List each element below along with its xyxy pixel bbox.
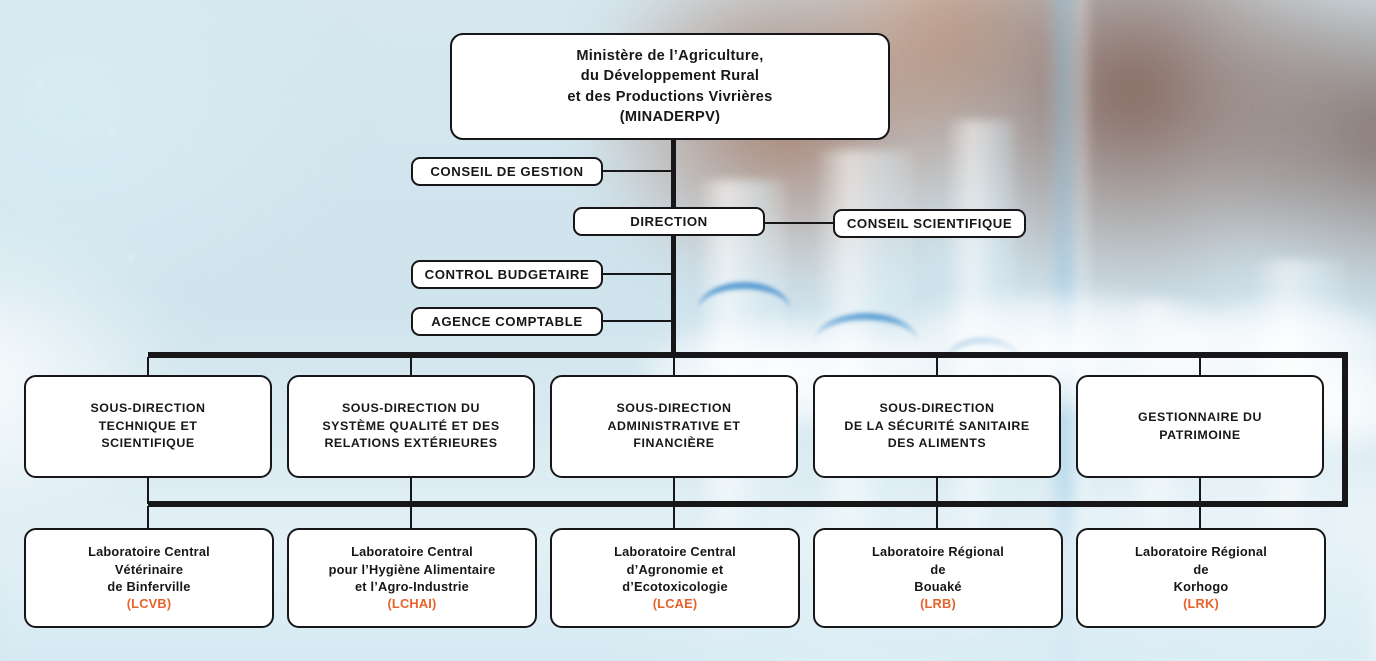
node-conseil-scientifique[interactable]: CONSEIL SCIENTIFIQUE: [833, 209, 1026, 238]
connector-drop-sub-2: [410, 357, 413, 377]
node-laboratoire-lcae[interactable]: Laboratoire Central d’Agronomie et d’Eco…: [550, 528, 800, 628]
sub-direction-line-1: SOUS-DIRECTION DU: [341, 401, 481, 416]
liquid-meniscus: [814, 313, 918, 343]
lab-line-3: Bouaké: [914, 579, 962, 594]
node-sous-direction-systeme-qualite[interactable]: SOUS-DIRECTION DU SYSTÈME QUALITÉ ET DES…: [287, 375, 535, 478]
connector-riser-sub-1: [147, 476, 150, 504]
direction-label: DIRECTION: [630, 214, 708, 229]
connector-riser-sub-3: [673, 476, 676, 504]
node-sous-direction-administrative-et-financiere[interactable]: SOUS-DIRECTION ADMINISTRATIVE ET FINANCI…: [550, 375, 798, 478]
control-budgetaire-label: CONTROL BUDGETAIRE: [424, 267, 590, 282]
connector-riser-sub-5: [1199, 476, 1202, 504]
ministry-line-3: et des Productions Vivrières: [567, 88, 773, 105]
node-direction[interactable]: DIRECTION: [573, 207, 765, 236]
node-sous-direction-technique-et-scientifique[interactable]: SOUS-DIRECTION TECHNIQUE ET SCIENTIFIQUE: [24, 375, 272, 478]
connector-drop-lab-1: [147, 506, 150, 530]
sub-direction-line-1: SOUS-DIRECTION: [90, 401, 206, 416]
lab-line-1: Laboratoire Central: [88, 544, 210, 560]
sub-direction-line-3: SCIENTIFIQUE: [101, 436, 195, 451]
lab-line-3: d’Ecotoxicologie: [622, 579, 728, 594]
sub-direction-line-2: DE LA SÉCURITÉ SANITAIRE: [844, 418, 1030, 433]
connector-riser-sub-2: [410, 476, 413, 504]
sub-direction-line-2: ADMINISTRATIVE ET: [607, 418, 741, 433]
lab-line-3: de Binferville: [107, 579, 191, 594]
lab-line-1: Laboratoire Central: [351, 544, 473, 560]
sub-direction-line-3: RELATIONS EXTÉRIEURES: [324, 436, 498, 451]
connector-drop-lab-2: [410, 506, 413, 530]
node-laboratoire-lrk[interactable]: Laboratoire Régional de Korhogo (LRK): [1076, 528, 1326, 628]
sub-direction-line-2: SYSTÈME QUALITÉ ET DES: [322, 418, 500, 433]
lab-line-2: Vétérinaire: [114, 561, 184, 577]
lab-acronym: (LCAE): [652, 596, 698, 612]
connector-drop-sub-1: [147, 357, 150, 377]
ministry-line-1: Ministère de l’Agriculture,: [576, 47, 764, 64]
connector-bus-laboratories: [148, 501, 1348, 507]
sub-direction-line-2: PATRIMOINE: [1159, 427, 1241, 442]
lab-acronym: (LRB): [920, 596, 956, 612]
connector-drop-lab-3: [673, 506, 676, 530]
sub-direction-line-1: GESTIONNAIRE DU: [1138, 409, 1262, 424]
sub-direction-line-2: TECHNIQUE ET: [98, 418, 198, 433]
connector-riser-sub-4: [936, 476, 939, 504]
liquid-meniscus: [698, 282, 790, 310]
connector-drop-lab-4: [936, 506, 939, 530]
lab-line-1: Laboratoire Régional: [872, 544, 1004, 560]
node-laboratoire-lchai[interactable]: Laboratoire Central pour l’Hygiène Alime…: [287, 528, 537, 628]
connector-drop-lab-5: [1199, 506, 1202, 530]
sub-direction-line-3: FINANCIÈRE: [633, 436, 715, 451]
node-ministry-root[interactable]: Ministère de l’Agriculture, du Développe…: [450, 33, 890, 140]
conseil-scientifique-label: CONSEIL SCIENTIFIQUE: [846, 216, 1013, 231]
conseil-de-gestion-label: CONSEIL DE GESTION: [430, 164, 584, 179]
ministry-line-2: du Développement Rural: [580, 68, 760, 85]
node-control-budgetaire[interactable]: CONTROL BUDGETAIRE: [411, 260, 603, 289]
connector-drop-sub-3: [673, 357, 676, 377]
connector-trunk-vertical: [671, 138, 676, 358]
node-gestionnaire-du-patrimoine[interactable]: GESTIONNAIRE DU PATRIMOINE: [1076, 375, 1324, 478]
node-agence-comptable[interactable]: AGENCE COMPTABLE: [411, 307, 603, 336]
node-laboratoire-lcvb[interactable]: Laboratoire Central Vétérinaire de Binfe…: [24, 528, 274, 628]
connector-conseil-gestion: [600, 170, 674, 173]
connector-drop-sub-5: [1199, 357, 1202, 377]
lab-line-2: d’Agronomie et: [626, 561, 724, 577]
lab-line-3: et l’Agro-Industrie: [354, 579, 469, 594]
sub-direction-line-1: SOUS-DIRECTION: [879, 401, 995, 416]
lab-line-3: Korhogo: [1173, 579, 1229, 594]
connector-conseil-scientifique: [763, 222, 835, 225]
lab-line-2: de: [1193, 561, 1209, 577]
lab-line-1: Laboratoire Régional: [1135, 544, 1267, 560]
node-laboratoire-lrb[interactable]: Laboratoire Régional de Bouaké (LRB): [813, 528, 1063, 628]
lab-line-2: de: [930, 561, 946, 577]
node-conseil-de-gestion[interactable]: CONSEIL DE GESTION: [411, 157, 603, 186]
connector-drop-sub-4: [936, 357, 939, 377]
ministry-acronym: (MINADERPV): [619, 108, 721, 125]
lab-acronym: (LCHAI): [387, 596, 437, 612]
lab-acronym: (LCVB): [126, 596, 172, 612]
connector-agence-comptable: [600, 320, 674, 323]
lab-acronym: (LRK): [1183, 596, 1219, 612]
node-sous-direction-securite-sanitaire-des-aliments[interactable]: SOUS-DIRECTION DE LA SÉCURITÉ SANITAIRE …: [813, 375, 1061, 478]
connector-bus-right-link: [1342, 352, 1348, 507]
connector-control-budgetaire: [600, 273, 674, 276]
lab-line-1: Laboratoire Central: [614, 544, 736, 560]
agence-comptable-label: AGENCE COMPTABLE: [431, 314, 583, 329]
connector-bus-sub-directions: [148, 352, 1348, 358]
sub-direction-line-3: DES ALIMENTS: [887, 436, 987, 451]
lab-line-2: pour l’Hygiène Alimentaire: [328, 561, 496, 577]
sub-direction-line-1: SOUS-DIRECTION: [616, 401, 732, 416]
